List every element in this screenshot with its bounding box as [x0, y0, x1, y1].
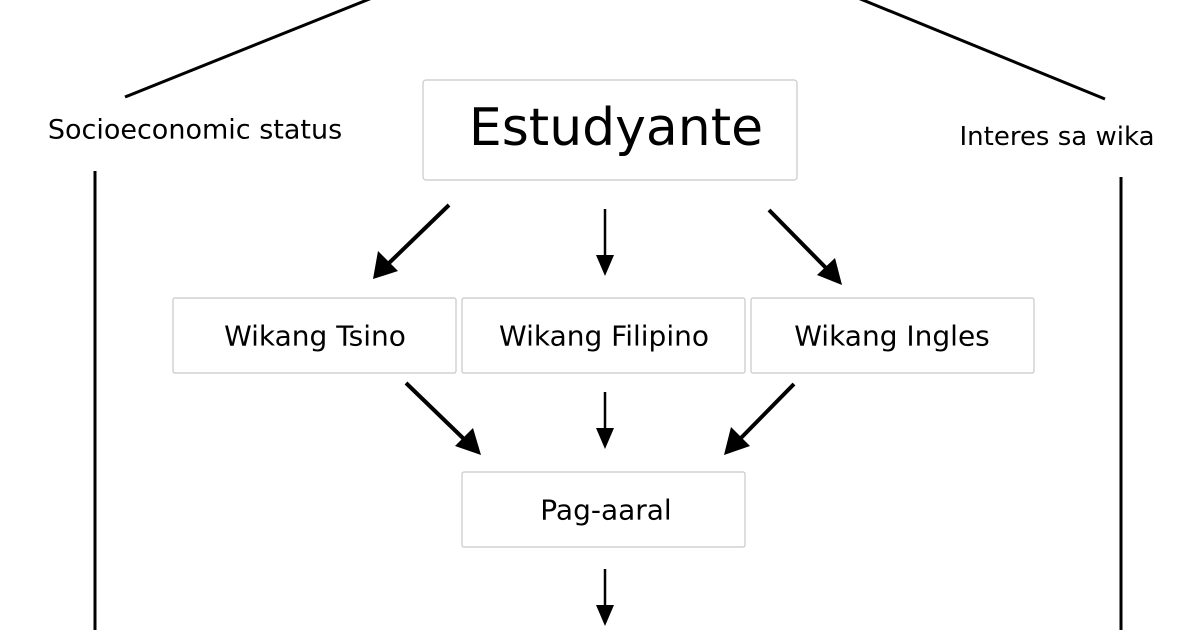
arrow-pagaaral-down [596, 569, 614, 626]
node-pag-aaral-label: Pag-aaral [540, 494, 671, 527]
roof-line-right [858, 0, 1106, 101]
label-socioeconomic-status: Socioeconomic status [48, 115, 342, 146]
node-pag-aaral: Pag-aaral [461, 471, 746, 548]
node-wikang-tsino-label: Wikang Tsino [224, 320, 406, 353]
arrow-estudyante-to-tsino [373, 203, 451, 279]
label-interes-sa-wika: Interes sa wika [959, 122, 1154, 152]
node-estudyante-label: Estudyante [469, 98, 763, 158]
node-wikang-filipino: Wikang Filipino [461, 297, 746, 374]
arrow-ingles-to-pagaaral [724, 382, 796, 455]
arrow-tsino-to-pagaaral [404, 381, 481, 455]
arrow-filipino-to-pagaaral [596, 392, 614, 449]
arrow-estudyante-to-filipino [596, 209, 614, 276]
node-wikang-ingles-label: Wikang Ingles [794, 320, 990, 353]
node-wikang-filipino-label: Wikang Filipino [499, 320, 709, 353]
node-wikang-tsino: Wikang Tsino [172, 297, 457, 374]
roof-line-left [124, 0, 372, 99]
node-estudyante: Estudyante [422, 79, 798, 181]
node-wikang-ingles: Wikang Ingles [750, 297, 1035, 374]
arrow-estudyante-to-ingles [767, 208, 842, 285]
